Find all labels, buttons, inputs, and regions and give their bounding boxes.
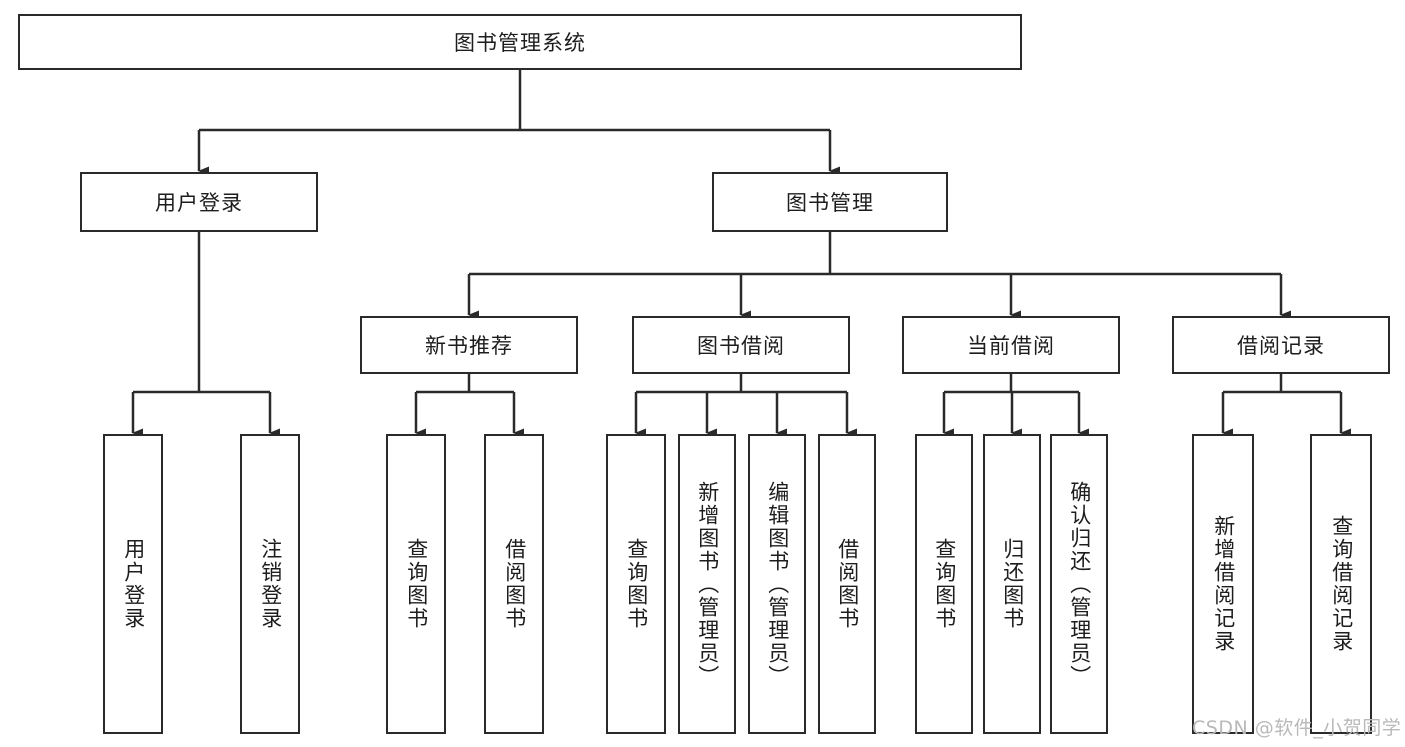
node-label: 图书管理 xyxy=(786,191,874,215)
node-leaf-logout[interactable]: 注销登录 xyxy=(240,434,300,734)
node-leaf-return-book[interactable]: 归还图书 xyxy=(983,434,1041,734)
node-label: 用户登录 xyxy=(121,538,146,630)
node-leaf-query-borrow-record[interactable]: 查询借阅记录 xyxy=(1310,434,1372,734)
node-leaf-query-book-current[interactable]: 查询图书 xyxy=(915,434,973,734)
node-label: 查询图书 xyxy=(624,538,649,630)
node-leaf-add-borrow-record[interactable]: 新增借阅记录 xyxy=(1192,434,1254,734)
node-label: 归还图书 xyxy=(1000,538,1025,630)
node-label: 新增借阅记录 xyxy=(1211,515,1236,653)
node-leaf-query-book-borrow[interactable]: 查询图书 xyxy=(606,434,666,734)
node-leaf-borrow-book[interactable]: 借阅图书 xyxy=(818,434,876,734)
node-leaf-confirm-return-admin[interactable]: 确认归还（管理员） xyxy=(1050,434,1108,734)
node-label: 查询图书 xyxy=(404,538,429,630)
node-label: 确认归还（管理员） xyxy=(1067,480,1092,688)
node-leaf-query-book-rec[interactable]: 查询图书 xyxy=(386,434,446,734)
node-label: 图书借阅 xyxy=(697,334,785,358)
node-label: 查询借阅记录 xyxy=(1329,515,1354,653)
node-label: 借阅图书 xyxy=(502,538,527,630)
node-level2-book-manage[interactable]: 图书管理 xyxy=(712,172,948,232)
connector-group xyxy=(131,70,1351,438)
node-label: 查询图书 xyxy=(932,538,957,630)
node-label: 新书推荐 xyxy=(425,334,513,358)
node-level3-new-book-rec[interactable]: 新书推荐 xyxy=(360,316,578,374)
node-label: 编辑图书（管理员） xyxy=(765,480,790,688)
node-leaf-edit-book-admin[interactable]: 编辑图书（管理员） xyxy=(748,434,806,734)
node-label: 新增图书（管理员） xyxy=(695,480,720,688)
node-label: 注销登录 xyxy=(258,538,283,630)
node-level2-user-login[interactable]: 用户登录 xyxy=(80,172,318,232)
node-leaf-add-book-admin[interactable]: 新增图书（管理员） xyxy=(678,434,736,734)
node-label: 图书管理系统 xyxy=(454,31,586,55)
node-label: 当前借阅 xyxy=(967,334,1055,358)
node-level3-current-borrow[interactable]: 当前借阅 xyxy=(902,316,1120,374)
node-level3-borrow-record[interactable]: 借阅记录 xyxy=(1172,316,1390,374)
node-leaf-borrow-book-rec[interactable]: 借阅图书 xyxy=(484,434,544,734)
node-label: 借阅图书 xyxy=(835,538,860,630)
node-root[interactable]: 图书管理系统 xyxy=(18,14,1022,70)
node-level3-book-borrow[interactable]: 图书借阅 xyxy=(632,316,850,374)
node-label: 用户登录 xyxy=(155,191,243,215)
node-leaf-user-login[interactable]: 用户登录 xyxy=(103,434,163,734)
node-label: 借阅记录 xyxy=(1237,334,1325,358)
